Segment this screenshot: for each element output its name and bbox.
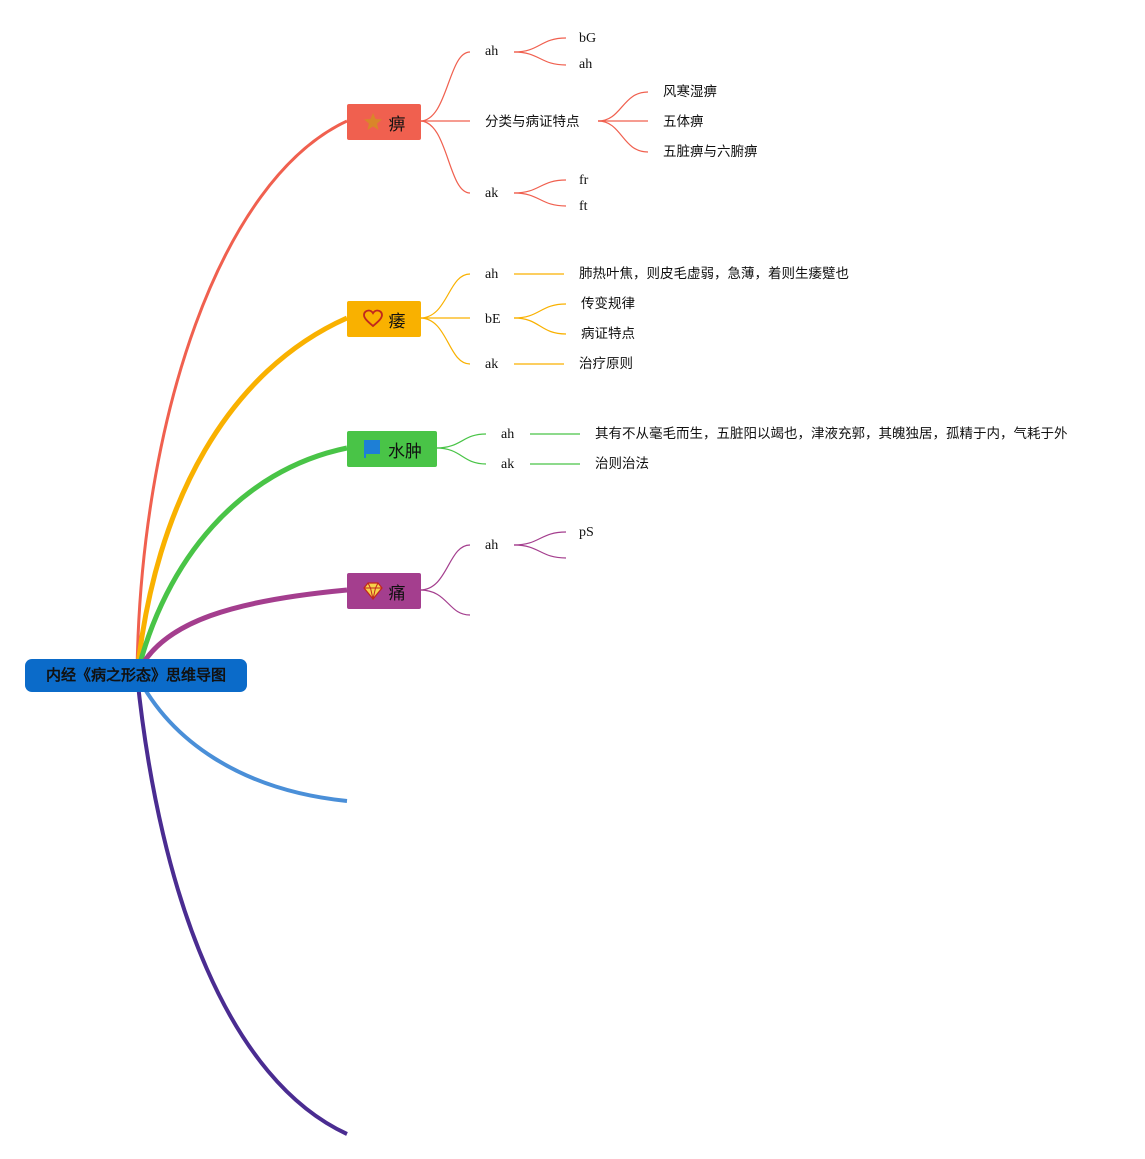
wei-bE-child-1[interactable]: 传变规律	[581, 296, 635, 312]
wei-ah[interactable]: ah	[485, 267, 499, 282]
wei-ah-child[interactable]: 肺热叶焦，则皮毛虚弱，急薄，着则生痿躄也	[579, 266, 849, 282]
shuizhong-ah-child[interactable]: 其有不从毫毛而生，五脏阳以竭也，津液充郭，其魄独居，孤精于内，气耗于外	[595, 426, 1068, 442]
connectors-bi	[419, 37, 649, 207]
topic-wei[interactable]: 痿	[347, 301, 421, 337]
topic-tong[interactable]: 痛	[347, 573, 421, 609]
wei-ak[interactable]: ak	[485, 357, 499, 372]
diamond-icon	[362, 582, 383, 600]
topic-label-shuizhong: 水肿	[388, 441, 422, 462]
wei-bE-child-2[interactable]: 病证特点	[581, 326, 635, 342]
branch-line-bi	[135, 119, 348, 676]
topic-label-tong: 痛	[388, 583, 406, 604]
branch-line-tong	[134, 587, 348, 676]
wei-bE[interactable]: bE	[485, 312, 501, 327]
branch-line-5	[135, 674, 348, 803]
flag-icon	[364, 440, 380, 458]
branch-line-shuizhong	[134, 445, 348, 676]
bi-fenlei[interactable]: 分类与病证特点	[485, 114, 580, 130]
root-topic[interactable]: 内经《病之形态》思维导图	[25, 659, 247, 692]
bi-fenlei-child-1[interactable]: 风寒湿痹	[663, 84, 717, 100]
bi-ah[interactable]: ah	[485, 44, 499, 59]
bi-ak[interactable]: ak	[485, 186, 499, 201]
branch-line-6	[135, 674, 348, 1136]
tong-ah[interactable]: ah	[485, 538, 499, 553]
connectors-tong	[419, 531, 567, 616]
branch-line-wei	[134, 315, 349, 676]
connectors-shuizhong	[435, 433, 580, 465]
connectors-wei	[419, 273, 567, 365]
wei-ak-child[interactable]: 治疗原则	[579, 356, 633, 372]
bi-fenlei-child-3[interactable]: 五脏痹与六腑痹	[663, 144, 758, 160]
shuizhong-ak-child[interactable]: 治则治法	[595, 456, 649, 472]
star-icon	[363, 113, 382, 130]
topic-shuizhong[interactable]: 水肿	[347, 431, 437, 467]
heart-icon	[362, 309, 383, 328]
bi-ak-child-2[interactable]: ft	[579, 199, 588, 214]
shuizhong-ak[interactable]: ak	[501, 457, 515, 472]
shuizhong-ah[interactable]: ah	[501, 427, 515, 442]
topic-label-wei: 痿	[388, 311, 406, 332]
tong-ah-child[interactable]: pS	[579, 525, 594, 540]
bi-ah-child-2[interactable]: ah	[579, 57, 593, 72]
bi-ak-child-1[interactable]: fr	[579, 173, 589, 188]
bi-fenlei-child-2[interactable]: 五体痹	[663, 114, 704, 130]
bi-ah-child-1[interactable]: bG	[579, 31, 597, 46]
topic-label-bi: 痹	[388, 114, 406, 135]
topic-bi[interactable]: 痹	[347, 104, 421, 140]
